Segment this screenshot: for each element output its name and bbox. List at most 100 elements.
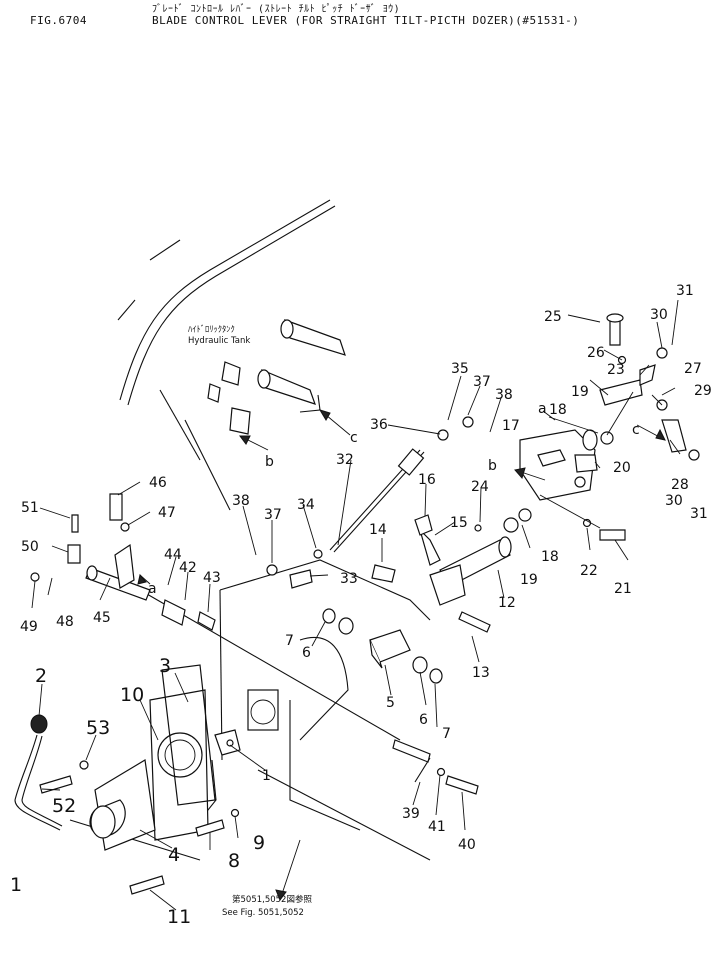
callout-33: 33 xyxy=(340,571,358,587)
base-plate-3-10 xyxy=(149,664,279,841)
callout-8: 8 xyxy=(228,850,240,872)
ref-a-bracket: a xyxy=(538,401,547,417)
callout-37b: 37 xyxy=(264,507,282,523)
callout-17: 17 xyxy=(502,418,520,434)
callout-5: 5 xyxy=(386,695,395,711)
bushing-6-7 xyxy=(322,608,443,684)
control-rod-32 xyxy=(329,448,425,553)
callout-48: 48 xyxy=(56,614,74,630)
lever-23-rod-27 xyxy=(599,313,687,453)
callout-43: 43 xyxy=(203,570,221,586)
callout-18a: 18 xyxy=(549,402,567,418)
callout-11: 11 xyxy=(167,906,191,928)
callout-13: 13 xyxy=(472,665,490,681)
callout-52: 52 xyxy=(52,795,76,817)
callout-20: 20 xyxy=(613,460,631,476)
rod-end-33 xyxy=(289,514,433,589)
callout-42: 42 xyxy=(179,560,197,576)
callout-31b: 31 xyxy=(690,506,708,522)
callout-36: 36 xyxy=(370,417,388,433)
callout-38b: 38 xyxy=(232,493,250,509)
callout-49: 49 xyxy=(20,619,38,635)
callout-34: 34 xyxy=(297,497,315,513)
figure-number: FIG.6704 xyxy=(30,14,87,27)
callout-6b: 6 xyxy=(419,712,428,728)
bracket-1-hardware xyxy=(214,729,241,756)
callout-6a: 6 xyxy=(302,645,311,661)
callout-24: 24 xyxy=(471,479,489,495)
callout-1b: 1 xyxy=(262,768,271,784)
callout-numbers: 1 1 2 3 4 5 6 6 7 7 8 9 10 11 12 13 14 1… xyxy=(10,283,712,928)
lever-boot-4 xyxy=(89,759,156,851)
callout-22: 22 xyxy=(580,563,598,579)
lever-39 xyxy=(392,739,431,783)
callout-9: 9 xyxy=(253,832,265,854)
callout-47: 47 xyxy=(158,505,176,521)
control-lever-1 xyxy=(14,714,63,831)
block-5 xyxy=(369,629,411,669)
callout-51: 51 xyxy=(21,500,39,516)
callout-27: 27 xyxy=(684,361,702,377)
callout-30b: 30 xyxy=(665,493,683,509)
callout-50: 50 xyxy=(21,539,39,555)
ref-a-lever: a xyxy=(148,581,157,597)
callout-18b: 18 xyxy=(541,549,559,565)
title-japanese: ﾌﾞﾚｰﾄﾞ ｺﾝﾄﾛｰﾙ ﾚﾊﾞｰ (ｽﾄﾚｰﾄ ﾁﾙﾄ ﾋﾟｯﾁ ﾄﾞｰｻﾞ… xyxy=(152,4,401,15)
callout-37a: 37 xyxy=(473,374,491,390)
callout-3: 3 xyxy=(159,655,171,677)
bracket-50 xyxy=(67,514,81,564)
callout-44: 44 xyxy=(164,547,182,563)
callout-46: 46 xyxy=(149,475,167,491)
ref-b-bracket: b xyxy=(488,458,497,474)
callout-7a: 7 xyxy=(285,633,294,649)
callout-19b: 19 xyxy=(520,572,538,588)
callout-31a: 31 xyxy=(676,283,694,299)
hydraulic-tank-label: ﾊｲﾄﾞﾛﾘｯｸﾀﾝｸ Hydraulic Tank xyxy=(188,325,250,346)
callout-53: 53 xyxy=(86,717,110,739)
callout-4: 4 xyxy=(168,844,180,866)
callout-10: 10 xyxy=(120,684,144,706)
leader-lines xyxy=(31,299,681,911)
callout-45: 45 xyxy=(93,610,111,626)
callout-25: 25 xyxy=(544,309,562,325)
callout-1a: 1 xyxy=(10,874,22,896)
callout-21: 21 xyxy=(614,581,632,597)
callout-19a: 19 xyxy=(571,384,589,400)
shaft-12 xyxy=(429,536,512,606)
callout-29: 29 xyxy=(694,383,712,399)
callout-16: 16 xyxy=(418,472,436,488)
nuts-washers xyxy=(30,347,700,818)
bolts xyxy=(39,493,626,895)
lever-45-assembly xyxy=(85,543,216,631)
callout-32: 32 xyxy=(336,452,354,468)
ref-b-tank: b xyxy=(265,454,274,470)
svg-text:Hydraulic Tank: Hydraulic Tank xyxy=(188,336,250,346)
callout-12: 12 xyxy=(498,595,516,611)
svg-text:ﾊｲﾄﾞﾛﾘｯｸﾀﾝｸ: ﾊｲﾄﾞﾛﾘｯｸﾀﾝｸ xyxy=(188,325,235,335)
see-fig-en: See Fig. 5051,5052 xyxy=(222,908,304,918)
title-english: BLADE CONTROL LEVER (FOR STRAIGHT TILT-P… xyxy=(152,14,580,27)
ref-c-tank: c xyxy=(350,430,358,446)
tank-pipes xyxy=(207,319,346,435)
callout-2: 2 xyxy=(35,665,47,687)
callout-26: 26 xyxy=(587,345,605,361)
callout-39: 39 xyxy=(402,806,420,822)
see-fig-jp: 第5051,5052図参照 xyxy=(232,894,312,905)
callout-7b: 7 xyxy=(442,726,451,742)
callout-40: 40 xyxy=(458,837,476,853)
callout-15: 15 xyxy=(450,515,468,531)
callout-41: 41 xyxy=(428,819,446,835)
callout-23: 23 xyxy=(607,362,625,378)
fitting-20 xyxy=(574,454,598,488)
pin-13 xyxy=(458,611,491,633)
callout-38a: 38 xyxy=(495,387,513,403)
callout-30a: 30 xyxy=(650,307,668,323)
reference-arrows xyxy=(137,409,666,902)
callout-28: 28 xyxy=(671,477,689,493)
callout-14: 14 xyxy=(369,522,387,538)
ref-c-rod: c xyxy=(632,422,640,438)
cab-outline xyxy=(117,199,336,511)
callout-35: 35 xyxy=(451,361,469,377)
